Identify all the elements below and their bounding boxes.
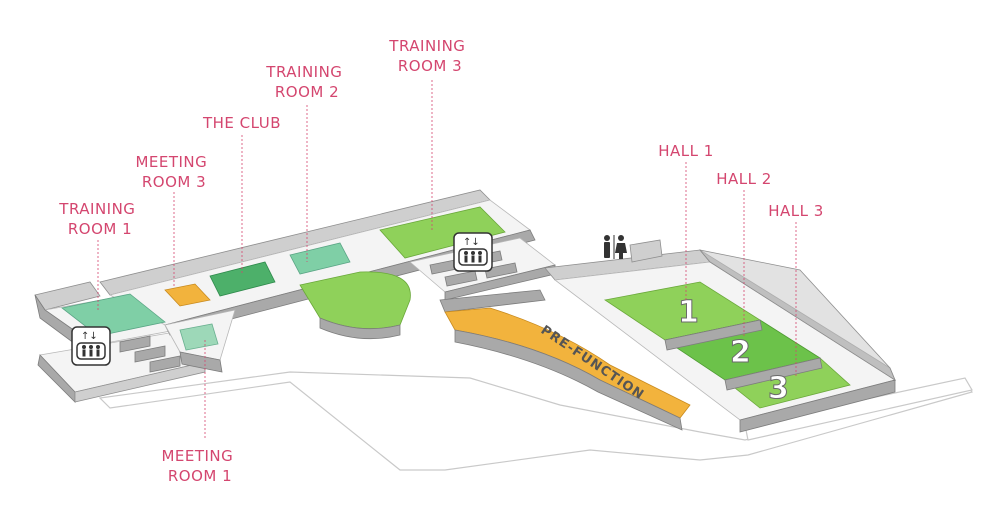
hall-1-number: 1	[678, 295, 699, 330]
label-meeting-room-3: MEETING ROOM 3	[135, 153, 212, 191]
training-room-2-area[interactable]	[289, 242, 351, 275]
right-walkway	[744, 377, 973, 441]
elevator-icon[interactable]: ↑↓	[71, 326, 111, 366]
meeting-room-1-area[interactable]	[179, 323, 219, 351]
label-training-room-3: TRAINING ROOM 3	[388, 37, 470, 75]
label-meeting-room-1: MEETING ROOM 1	[161, 447, 238, 485]
elevator-icon[interactable]: ↑↓	[453, 232, 493, 272]
hall-3-number: 3	[768, 371, 789, 406]
label-the-club: THE CLUB	[202, 114, 281, 132]
training-room-3-area[interactable]	[379, 206, 506, 259]
restroom-stub	[629, 239, 663, 263]
label-training-room-1: TRAINING ROOM 1	[58, 200, 140, 238]
pre-function-area[interactable]	[439, 289, 691, 431]
hall-2-number: 2	[730, 335, 751, 370]
label-training-room-2: TRAINING ROOM 2	[265, 63, 347, 101]
restroom-icon[interactable]	[604, 235, 627, 259]
the-club-area[interactable]	[209, 261, 276, 297]
label-hall-2: HALL 2	[716, 170, 772, 188]
meeting-room-3-area[interactable]	[164, 283, 211, 307]
svg-text:↑↓: ↑↓	[463, 237, 480, 248]
label-hall-3: HALL 3	[768, 202, 824, 220]
label-hall-1: HALL 1	[658, 142, 714, 160]
svg-text:↑↓: ↑↓	[81, 331, 98, 342]
walkway-outline	[98, 371, 973, 471]
